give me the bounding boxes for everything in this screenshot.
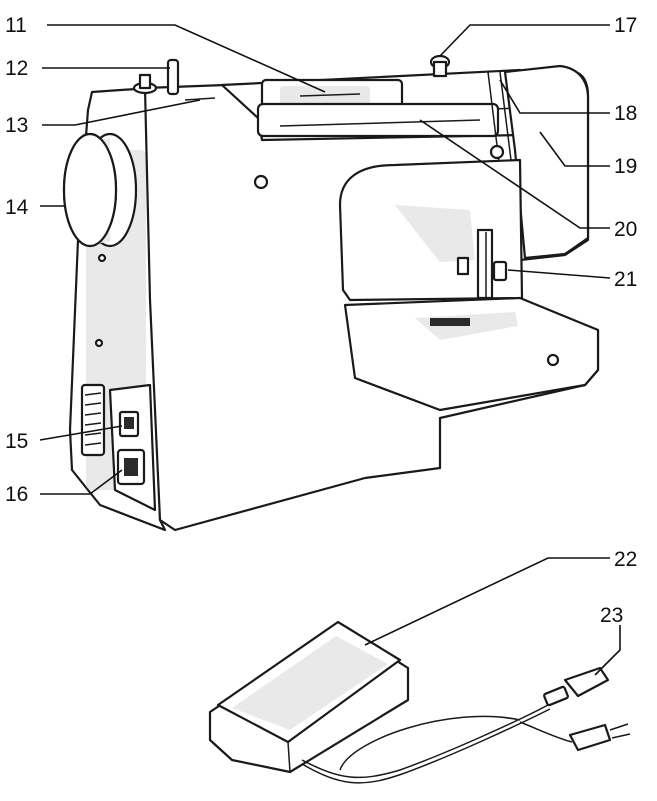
leader-20: [419, 119, 610, 229]
head-cover: [503, 64, 590, 260]
foot-controller: [208, 620, 631, 784]
leader-22: [364, 557, 610, 646]
callout-11: 11: [5, 14, 27, 37]
foot-cable: [301, 704, 549, 779]
bed-screw: [546, 353, 560, 367]
callout-12: 12: [5, 57, 28, 80]
upper-thread-slot: [184, 97, 216, 101]
machine-plug: [563, 666, 610, 698]
handwheel: [62, 132, 138, 248]
callout-14: 14: [5, 196, 29, 219]
callout-20: 20: [614, 218, 637, 241]
spool-pin-stem: [138, 73, 152, 90]
leader-18: [499, 79, 610, 114]
callout-16: 16: [5, 483, 28, 506]
power-panel: [108, 383, 157, 512]
bobbin-winder-spindle-stem: [432, 60, 448, 78]
vent-grille: [80, 383, 106, 457]
foot-pedal-shade: [232, 636, 388, 730]
leader-21: [507, 269, 611, 279]
power-socket-pins: [124, 458, 138, 476]
leader-19: [539, 131, 610, 167]
free-arm-edge: [354, 377, 586, 411]
mains-plug-pins: [609, 723, 631, 739]
callout-21: 21: [614, 268, 637, 291]
callout-19: 19: [614, 155, 637, 178]
leader-23: [594, 625, 621, 676]
mains-cable: [519, 721, 573, 743]
sewing-machine: [62, 54, 600, 532]
foot-pedal-edge: [287, 741, 291, 773]
callout-17: 17: [614, 14, 637, 37]
leader-11: [47, 24, 326, 93]
carry-handle-grip: [279, 119, 481, 127]
leader-17: [439, 24, 610, 57]
head-screw: [489, 144, 505, 160]
callout-13: 13: [5, 114, 28, 137]
spool-pin: [166, 58, 180, 96]
power-switch-rocker: [124, 417, 134, 429]
body-screw: [253, 174, 269, 190]
mains-plug: [568, 723, 612, 752]
arm-inner-shadow: [395, 205, 475, 262]
machine-plug-strain-relief: [543, 685, 569, 707]
leader-15: [39, 425, 123, 441]
callout-labels: 11 12 13 14 15 16 17 18 19 20 21 22 23: [5, 14, 637, 627]
carry-handle: [256, 102, 500, 138]
leader-13: [42, 99, 201, 126]
side-hole-lower: [94, 338, 104, 348]
foot-cable-loop: [339, 715, 521, 771]
bobbin-winder-slot: [280, 86, 370, 106]
feed-dogs: [430, 318, 470, 326]
callout-22: 22: [614, 548, 637, 571]
leader-lines: [39, 24, 621, 676]
bobbin-winder-shaft: [299, 93, 361, 97]
callout-18: 18: [614, 102, 637, 125]
callout-15: 15: [5, 430, 28, 453]
side-hole-upper: [97, 253, 107, 263]
callout-23: 23: [600, 604, 623, 627]
foot-cable-coil: [301, 708, 551, 784]
leader-16: [40, 469, 123, 495]
